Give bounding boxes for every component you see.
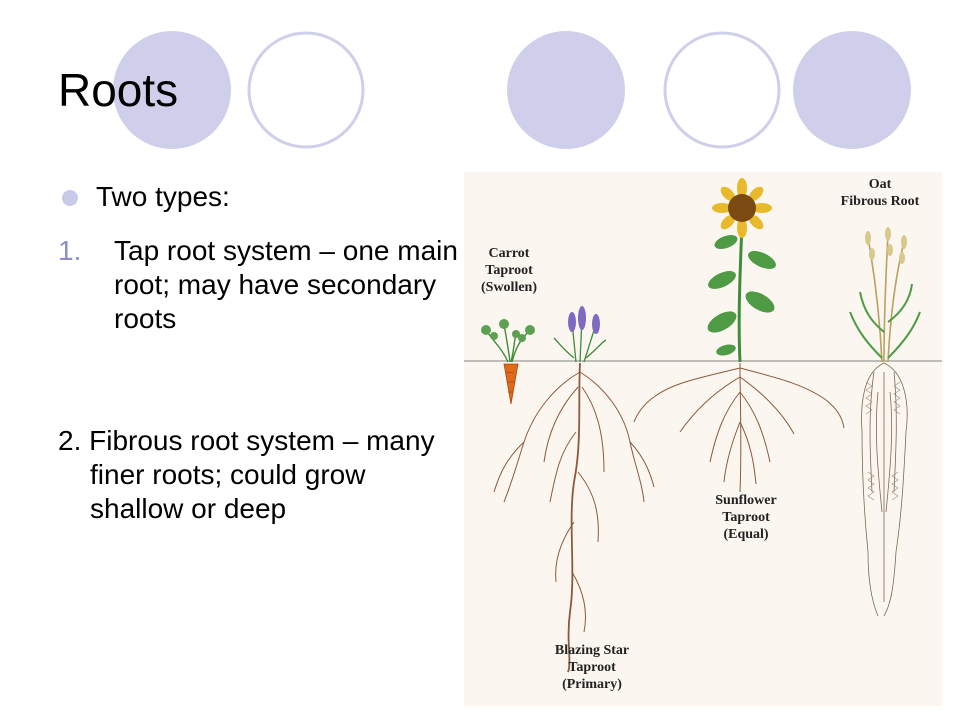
decorative-circle-filled xyxy=(793,31,911,149)
decorative-circle-outline xyxy=(247,31,365,149)
oat-plant-icon xyxy=(849,227,921,617)
blazing-star-plant-icon xyxy=(493,306,655,673)
header-decoration xyxy=(113,31,911,149)
label-blazing-star: Blazing Star Taproot (Primary) xyxy=(554,643,630,692)
item-text: 2. Fibrous root system – many finer root… xyxy=(58,425,435,524)
decorative-circle-outline xyxy=(663,31,781,149)
label-sunflower: Sunflower Taproot (Equal) xyxy=(715,493,777,542)
carrot-plant-icon xyxy=(481,319,535,405)
bullet-dot-icon xyxy=(62,190,78,206)
root-illustration-svg xyxy=(464,178,942,673)
item-number: 1. xyxy=(58,235,82,266)
decorative-circle-filled xyxy=(113,31,231,149)
label-oat: Oat Fibrous Root xyxy=(840,177,920,209)
decorative-circle-filled xyxy=(507,31,625,149)
slide-title: Roots xyxy=(58,64,179,116)
sunflower-plant-icon xyxy=(633,178,845,493)
bullet-text: Two types: xyxy=(96,181,230,212)
label-carrot: Carrot Taproot (Swollen) xyxy=(481,246,537,295)
numbered-item-2: 2. Fibrous root system – many finer root… xyxy=(58,424,456,526)
root-types-illustration: Carrot Taproot (Swollen) Blazing Star Ta… xyxy=(464,172,942,706)
item-text: Tap root system – one main root; may hav… xyxy=(114,235,458,334)
